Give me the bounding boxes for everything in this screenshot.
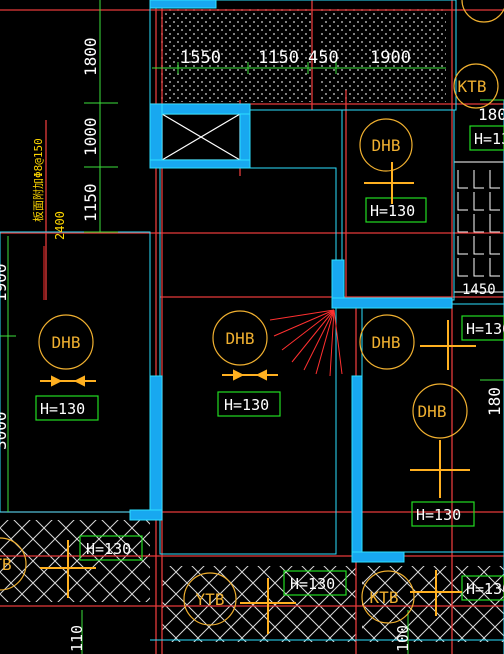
slab-label-8: KTB [370, 588, 399, 607]
slab-label-3: DHB [226, 329, 255, 348]
walls [129, 0, 453, 563]
dim-left-6: 3000 [0, 411, 10, 450]
span-arrows [40, 162, 476, 634]
slab-label-6: KTB [458, 77, 487, 96]
slab-circle-4 [359, 314, 415, 370]
slab-label-9: TB [0, 555, 12, 574]
left-dimension-texts: 1800 1000 1150 1900 3000 [0, 37, 100, 450]
height-label-4: H=130 [416, 506, 461, 524]
dim-right-2: 180 [485, 387, 504, 416]
slab-circle-6 [453, 63, 499, 109]
dim-bottom-2: 100 [394, 625, 412, 652]
slab-circle-5 [412, 383, 468, 439]
slab-circle-2 [38, 314, 94, 370]
dim-top-2: 1150 [258, 48, 299, 68]
slab-circle-7 [183, 572, 237, 626]
stair-symbols [453, 161, 504, 293]
dim-top-1: 1550 [180, 48, 221, 68]
height-label-5: H=130 [86, 540, 131, 558]
slab-circle-1 [359, 118, 413, 172]
dim-left-2: 1000 [81, 117, 100, 156]
slab-label-4: DHB [372, 333, 401, 352]
slab-circle-3 [212, 310, 268, 366]
rebar-fan [43, 246, 343, 377]
dim-left-3: 1150 [81, 183, 100, 222]
height-labels: H=130 H=130 H=130 H=130 H=130 H=130 H=13… [40, 130, 504, 598]
dim-left-5: 1900 [0, 263, 10, 302]
dim-top-4: 1900 [370, 48, 411, 68]
shaft-opening [161, 113, 241, 161]
balcony-hatch-left [160, 8, 312, 102]
hatch-bottom-left [0, 520, 150, 602]
rebar-note: 板面附加Φ8@150 [31, 138, 45, 222]
height-label-2: H=130 [40, 400, 85, 418]
slab-tag-circles [0, 0, 504, 626]
slab-circle-8 [361, 570, 415, 624]
height-label-8: H=130 [474, 130, 504, 148]
dim-bottom-1: 110 [68, 625, 86, 652]
stair-dimension: 1450 [462, 282, 496, 298]
balcony-hatch-right [320, 8, 446, 102]
height-label-6: H=130 [290, 575, 335, 593]
height-label-9: H=130 [466, 320, 504, 338]
top-dimension-texts: 1550 1150 450 1900 [180, 48, 411, 68]
height-label-3: H=130 [224, 396, 269, 414]
slab-circle-9 [0, 537, 27, 591]
height-boxes [35, 125, 504, 601]
dim-left-4: 2400 [53, 211, 67, 240]
slab-tag-labels: DHB DHB DHB DHB DHB KTB YTB KTB TB [0, 77, 486, 609]
dim-top-3: 450 [308, 48, 339, 68]
height-label-7: H=130 [466, 580, 504, 598]
slab-label-5: DHB [418, 402, 447, 421]
slab-label-1: DHB [372, 136, 401, 155]
height-label-1: H=130 [370, 202, 415, 220]
slab-label-2: DHB [52, 333, 81, 352]
dim-left-1: 1800 [81, 37, 100, 76]
hatch-bottom-right [362, 566, 504, 642]
dim-right-1: 180 [478, 105, 504, 124]
slab-label-7: YTB [196, 590, 225, 609]
